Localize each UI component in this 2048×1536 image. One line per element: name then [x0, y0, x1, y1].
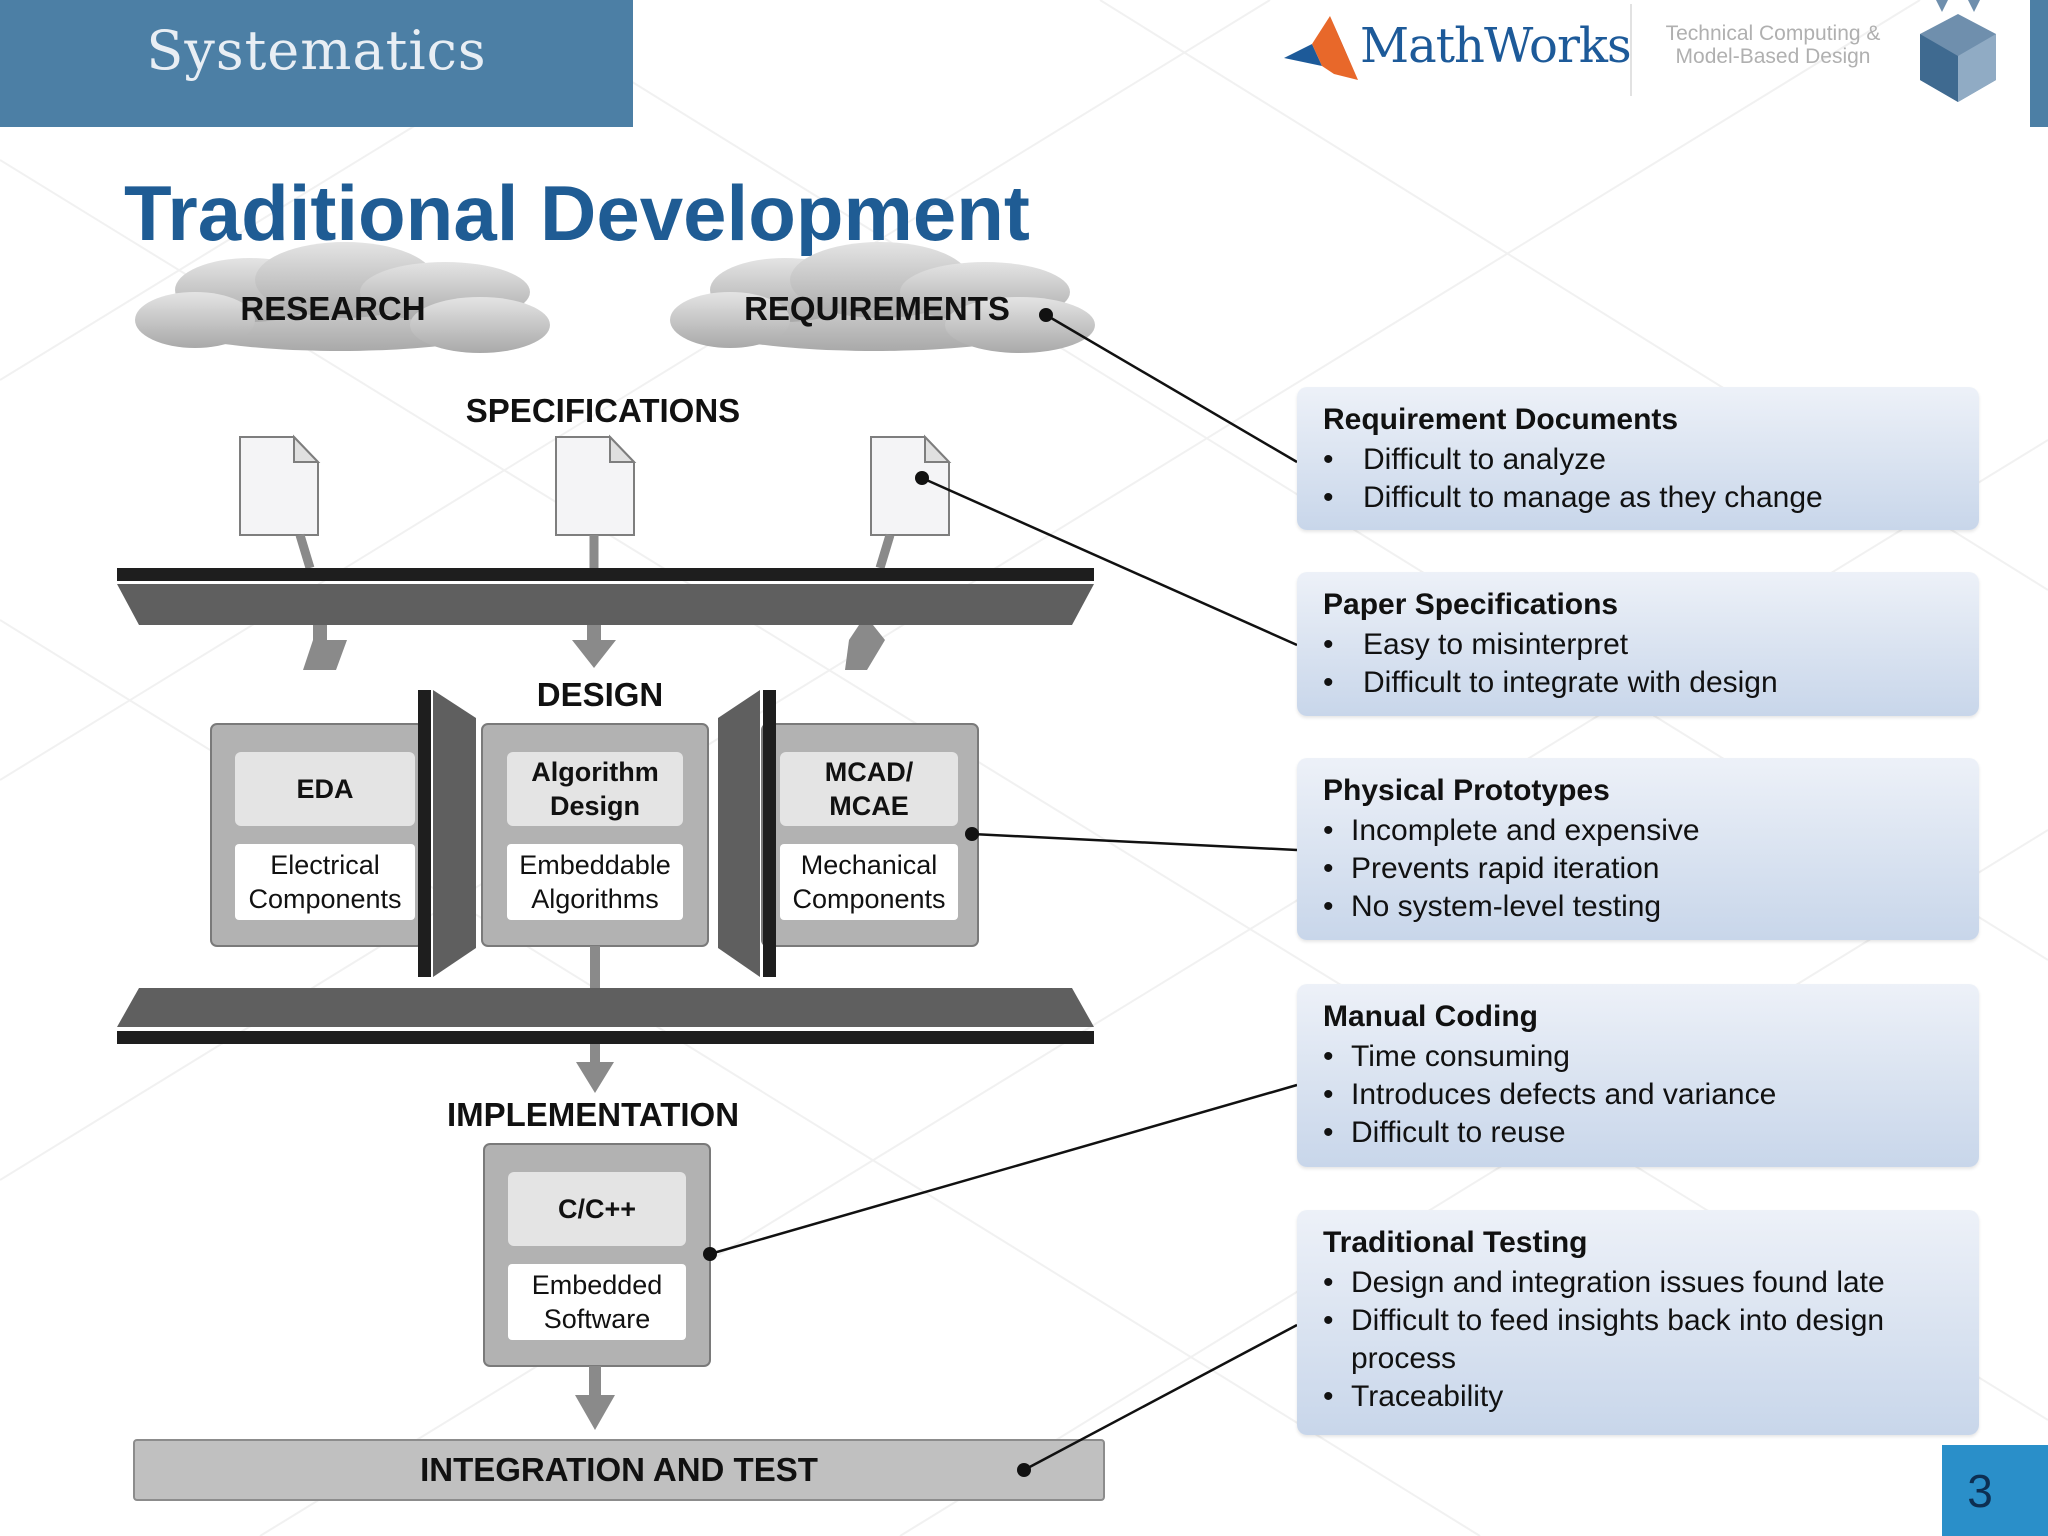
- callout-bullet: Time consuming: [1323, 1038, 1959, 1076]
- brand-logo-text: Systematics: [146, 18, 487, 82]
- callout-bullet: Difficult to reuse: [1323, 1114, 1959, 1152]
- mathworks-wordmark: MathWorks: [1360, 18, 1632, 74]
- callout-bullet: Difficult to feed insights back into des…: [1323, 1302, 1959, 1378]
- page-number: 3: [1967, 1464, 1993, 1517]
- design-box-subtitle: Mechanical Components: [780, 844, 958, 920]
- header-edge-strip: [2030, 0, 2048, 127]
- header-tagline: Technical Computing & Model-Based Design: [1650, 22, 1896, 68]
- callout-heading: Manual Coding: [1323, 1000, 1538, 1033]
- mathworks-logo-icon: [1284, 16, 1358, 80]
- implementation-box-title: C/C++: [508, 1172, 686, 1246]
- callout-heading: Requirement Documents: [1323, 403, 1679, 436]
- implementation-label: IMPLEMENTATION: [446, 1096, 740, 1133]
- implementation-box-subtitle: Embedded Software: [508, 1264, 686, 1340]
- design-label: DESIGN: [536, 676, 664, 713]
- cloud-label-requirements: REQUIREMENTS: [744, 290, 1010, 327]
- callout-bullet: Introduces defects and variance: [1323, 1076, 1959, 1114]
- design-box-subtitle: Embeddable Algorithms: [507, 844, 683, 920]
- callout-traditional-testing: Traditional Testing Design and integrati…: [1297, 1210, 1979, 1435]
- tagline-line: Technical Computing &: [1665, 22, 1881, 45]
- cloud-requirements: [670, 242, 1095, 353]
- cloud-research: [135, 242, 550, 353]
- callout-bullet: Traceability: [1323, 1378, 1959, 1416]
- callout-bullet: No system-level testing: [1323, 888, 1959, 926]
- integration-and-test-label: INTEGRATION AND TEST: [420, 1451, 818, 1488]
- callout-paper-specifications: Paper Specifications Easy to misinterpre…: [1297, 572, 1979, 716]
- spec-document-icons: [239, 436, 950, 536]
- callout-bullet: Prevents rapid iteration: [1323, 850, 1959, 888]
- page-number-box: [1942, 1445, 2048, 1536]
- callout-physical-prototypes: Physical Prototypes Incomplete and expen…: [1297, 758, 1979, 940]
- design-box-title: EDA: [235, 752, 415, 826]
- cube-logo-icon: [1920, 0, 1996, 102]
- callout-bullet: Easy to misinterpret: [1323, 626, 1959, 664]
- cloud-label-research: RESEARCH: [240, 290, 426, 327]
- specifications-label: SPECIFICATIONS: [465, 392, 741, 429]
- design-box-subtitle: Electrical Components: [235, 844, 415, 920]
- tagline-line: Model-Based Design: [1675, 45, 1871, 68]
- callout-heading: Paper Specifications: [1323, 588, 1619, 621]
- callout-bullet: Difficult to integrate with design: [1323, 664, 1959, 702]
- callout-manual-coding: Manual Coding Time consuming Introduces …: [1297, 984, 1979, 1167]
- callout-bullet: Incomplete and expensive: [1323, 812, 1959, 850]
- callout-bullet: Difficult to manage as they change: [1323, 479, 1959, 517]
- callout-heading: Physical Prototypes: [1323, 774, 1610, 807]
- design-box-title: MCAD/ MCAE: [780, 752, 958, 826]
- callout-bullet: Difficult to analyze: [1323, 441, 1959, 479]
- callout-bullet: Design and integration issues found late: [1323, 1264, 1959, 1302]
- callout-requirement-documents: Requirement Documents Difficult to analy…: [1297, 387, 1979, 530]
- design-box-title: Algorithm Design: [507, 752, 683, 826]
- brand-banner: [0, 0, 633, 127]
- header-divider: [1630, 4, 1632, 96]
- callout-heading: Traditional Testing: [1323, 1226, 1588, 1259]
